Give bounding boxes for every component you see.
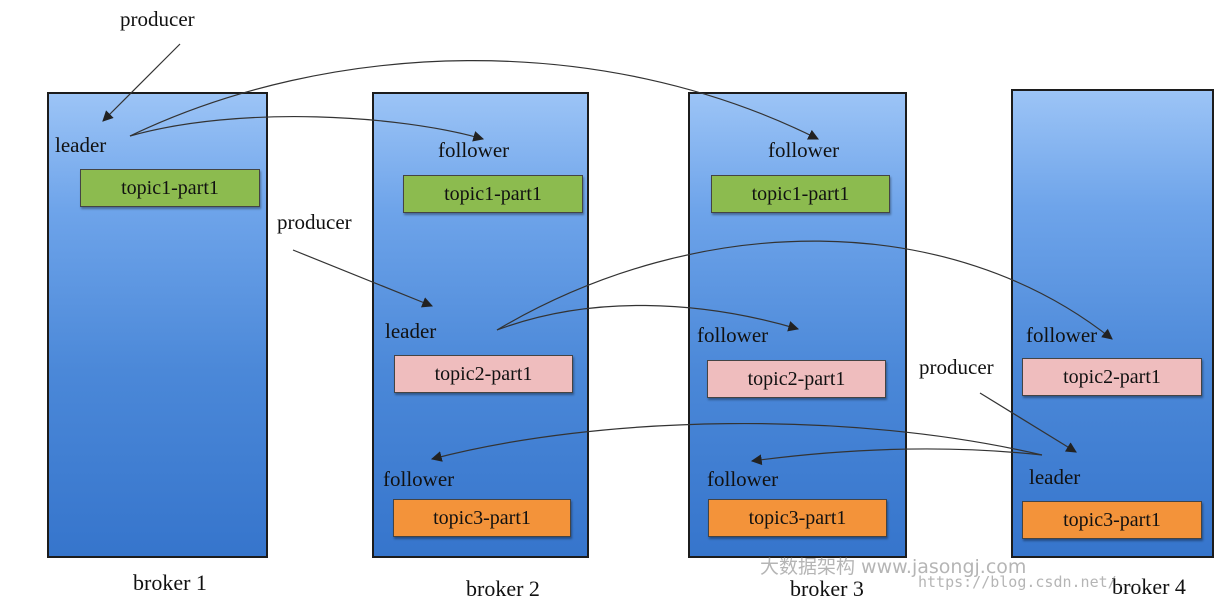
topic3-replica-arrow-broker3 xyxy=(750,448,1043,466)
producer-3-arrow xyxy=(979,392,1077,453)
broker-3-topic1-role: follower xyxy=(768,138,840,162)
topic3-replica-arrow-broker2 xyxy=(430,422,1043,462)
producer-2-label: producer xyxy=(277,210,352,234)
broker-2-label: broker 2 xyxy=(466,576,540,601)
broker-2-topic3-role: follower xyxy=(383,467,455,491)
broker-2-topic2-partition: topic2-part1 xyxy=(394,355,573,393)
broker-2-topic3-partition: topic3-part1 xyxy=(393,499,571,537)
topic2-replica-arrow-broker3 xyxy=(496,304,800,332)
broker-4-topic3-role: leader xyxy=(1029,465,1081,489)
broker-1-topic1-role: leader xyxy=(55,133,107,157)
broker-4-label: broker 4 xyxy=(1112,574,1186,599)
broker-2-topic1-partition: topic1-part1 xyxy=(403,175,583,213)
producer-2-arrow xyxy=(292,249,434,308)
broker-3-topic3-partition: topic3-part1 xyxy=(708,499,887,537)
producer-3-label: producer xyxy=(919,355,994,379)
topic2-replica-arrow-broker4 xyxy=(496,240,1113,340)
broker-1-topic1-partition: topic1-part1 xyxy=(80,169,260,207)
broker-1-label: broker 1 xyxy=(133,570,207,595)
broker-2-topic2-role: leader xyxy=(385,319,437,343)
broker-4-topic3-partition: topic3-part1 xyxy=(1022,501,1202,539)
broker-3-topic3-role: follower xyxy=(707,467,779,491)
broker-4-topic2-role: follower xyxy=(1026,323,1098,347)
broker-3-label: broker 3 xyxy=(790,576,864,601)
broker-4-box xyxy=(1011,89,1214,558)
broker-2-box xyxy=(372,92,589,558)
topic1-replica-arrow-broker3 xyxy=(129,60,819,140)
broker-3-topic2-role: follower xyxy=(697,323,769,347)
topic1-replica-arrow-broker2 xyxy=(129,116,485,142)
broker-3-topic1-partition: topic1-part1 xyxy=(711,175,890,213)
producer-1-label: producer xyxy=(120,7,195,31)
watermark-url: https://blog.csdn.net/... xyxy=(918,573,1144,591)
broker-4-topic2-partition: topic2-part1 xyxy=(1022,358,1202,396)
broker-2-topic1-role: follower xyxy=(438,138,510,162)
watermark-site: 大数据架构 www.jasongj.com xyxy=(760,556,1027,578)
broker-3-topic2-partition: topic2-part1 xyxy=(707,360,886,398)
producer-1-arrow xyxy=(102,43,181,122)
